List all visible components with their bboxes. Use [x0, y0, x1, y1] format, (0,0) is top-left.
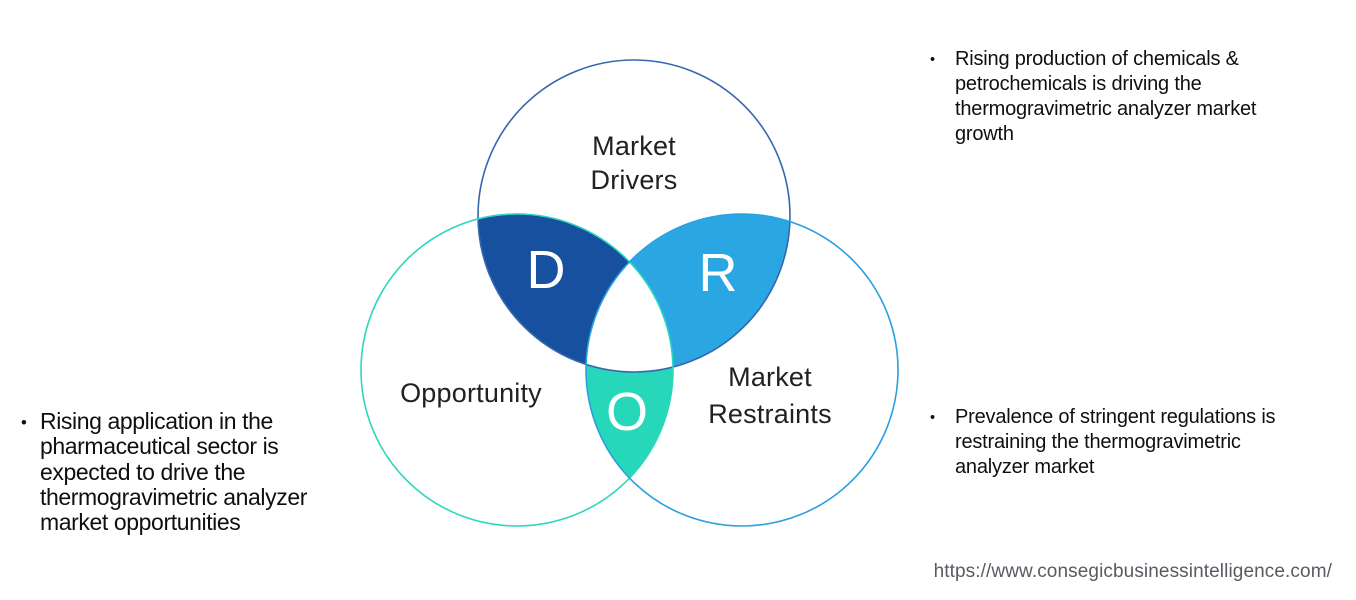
letter-o: O: [605, 382, 649, 442]
source-url: https://www.consegicbusinessintelligence…: [933, 561, 1332, 582]
restraints-annotation-text: Prevalence of stringent regulations is r…: [955, 406, 1276, 478]
bullet-icon: •: [21, 413, 27, 432]
opportunity-annotation-text: Rising application in the pharmaceutical…: [40, 408, 307, 536]
opportunity-circle-outline: [360, 213, 674, 527]
drivers-circle-outline: [477, 59, 791, 373]
opportunity-annotation: • Rising application in the pharmaceutic…: [21, 408, 373, 536]
restraints-circle-label: Market Restraints: [708, 362, 832, 429]
bullet-icon: •: [930, 410, 935, 426]
opportunity-circle-label: Opportunity: [400, 378, 542, 408]
restraints-circle-outline: [585, 213, 899, 527]
letter-r: R: [698, 243, 738, 303]
letter-d: D: [526, 240, 566, 300]
bullet-icon: •: [930, 52, 935, 68]
restraints-annotation: • Prevalence of stringent regulations is…: [930, 405, 1350, 480]
drivers-annotation-text: Rising production of chemicals & petroch…: [955, 48, 1257, 145]
drivers-circle-label: Market Drivers: [590, 131, 678, 195]
drivers-annotation: • Rising production of chemicals & petro…: [930, 47, 1340, 147]
